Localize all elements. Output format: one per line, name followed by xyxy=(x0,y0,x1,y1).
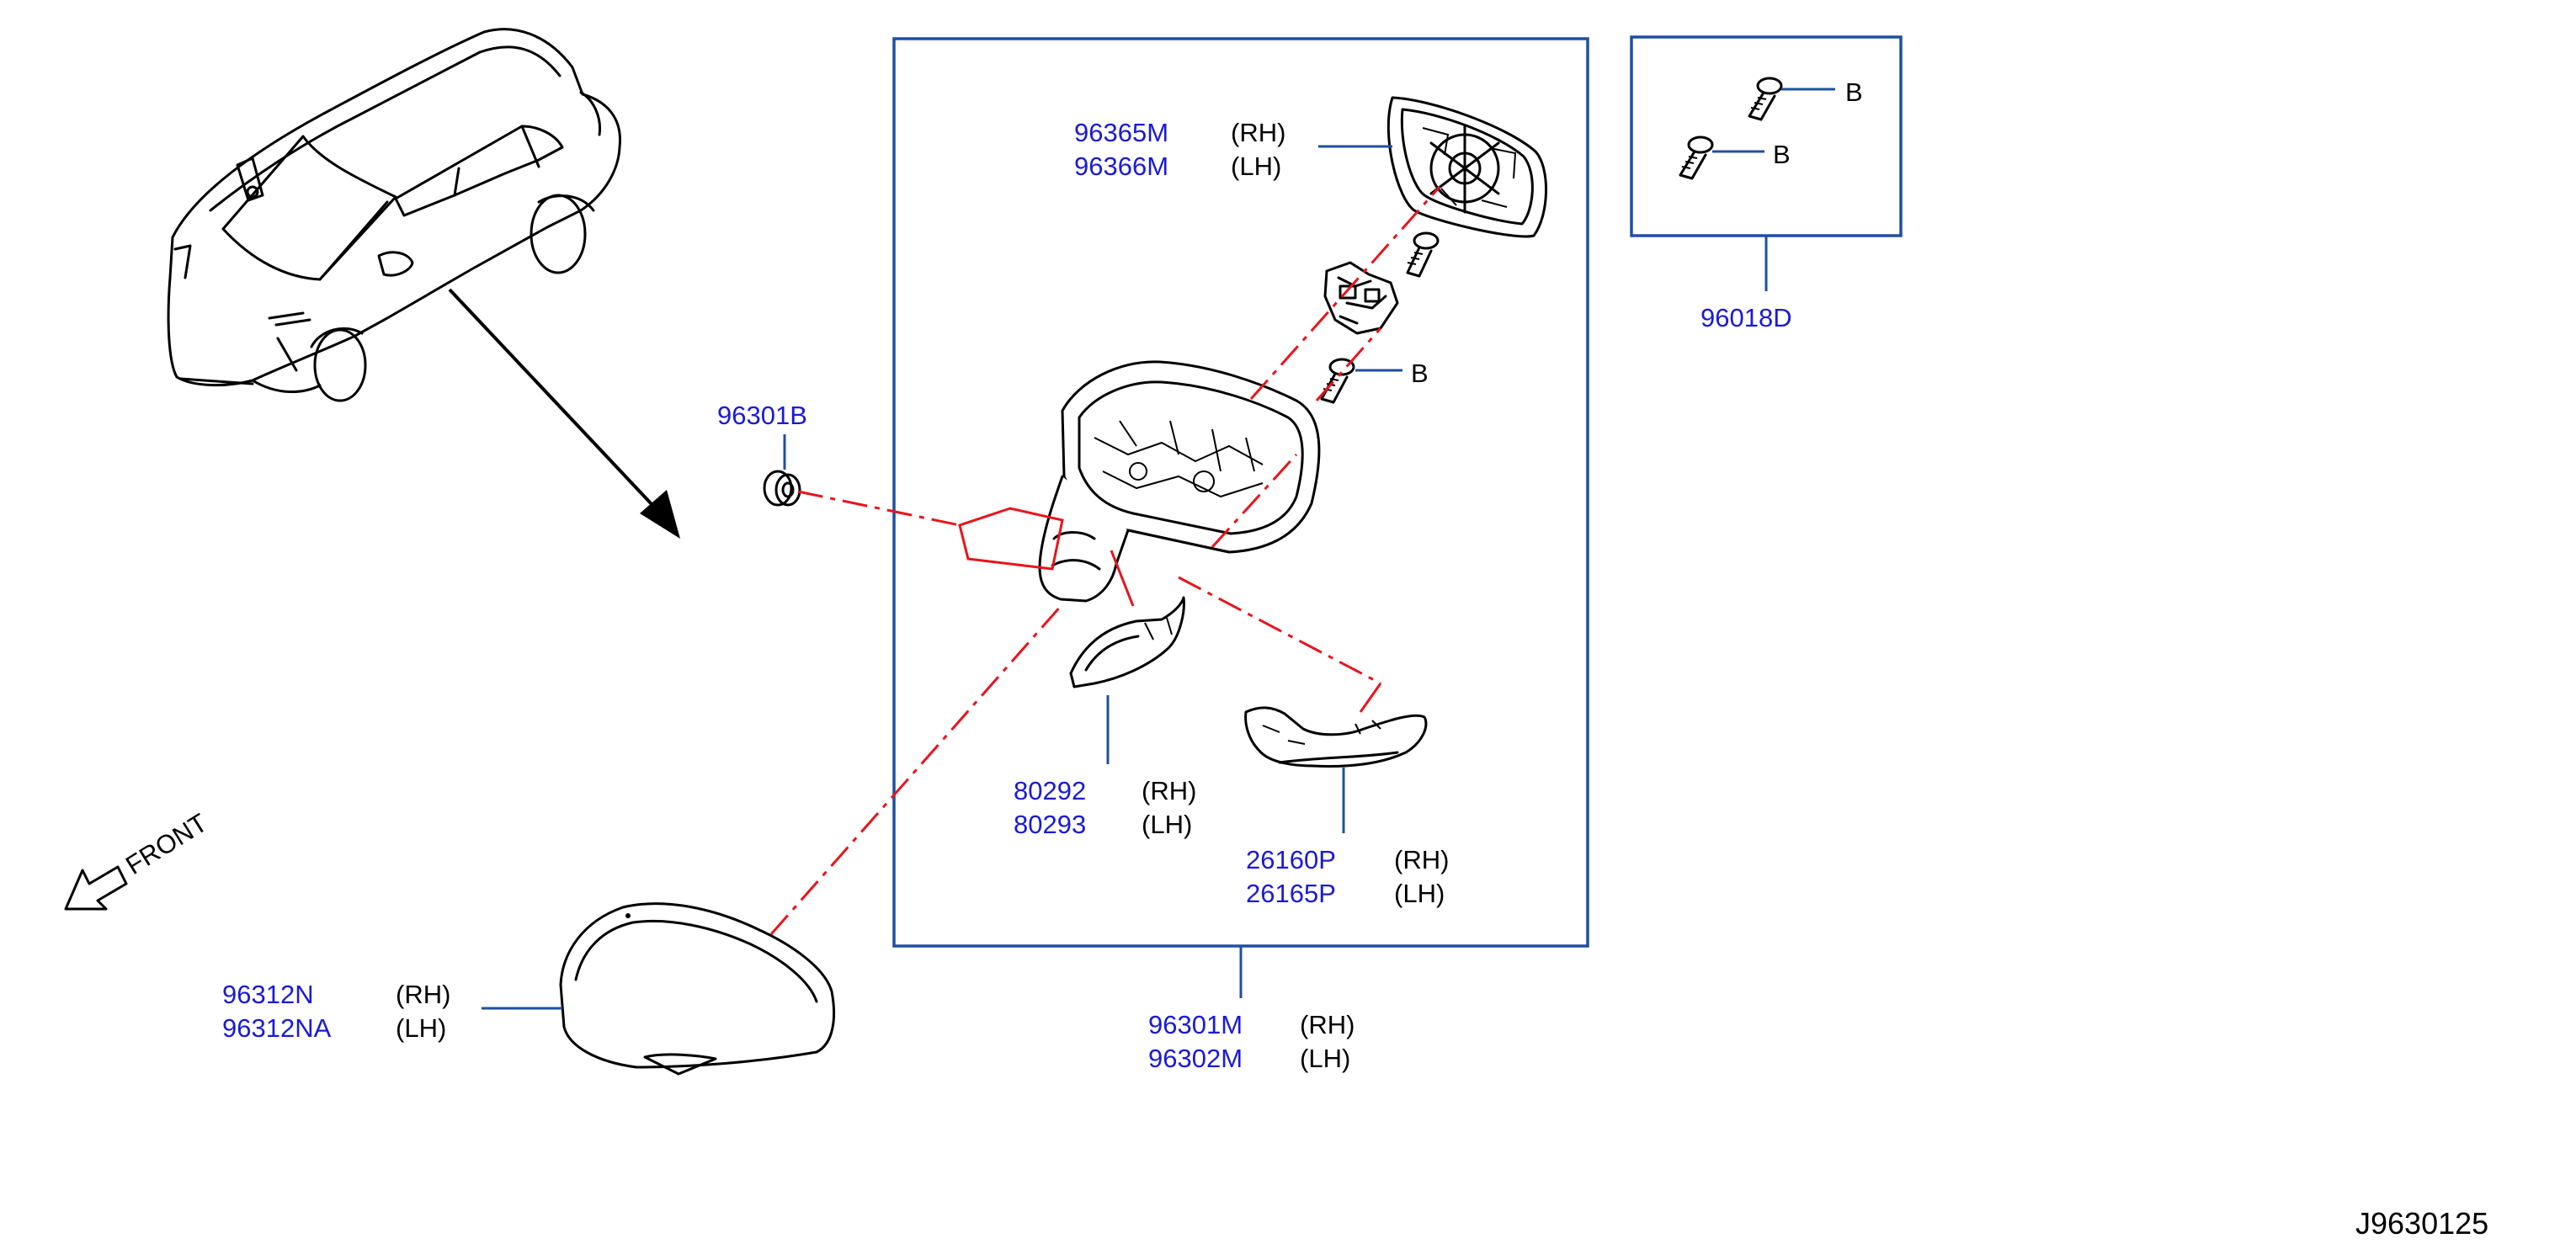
turn-lamp-lh-number: 26165P xyxy=(1246,879,1336,908)
mirror-cap-rh-number: 96312N xyxy=(222,980,314,1009)
grommet-illustration xyxy=(763,470,801,507)
mirror-cap-rh-side: (RH) xyxy=(396,980,450,1009)
screw-icon xyxy=(1748,77,1835,121)
screw-callout-b-3: B xyxy=(1411,359,1429,388)
lower-cover-lh-number: 80293 xyxy=(1014,810,1086,839)
mirror-cap-lh-number: 96312NA xyxy=(222,1013,332,1043)
mirror-assy-rh-number: 96301M xyxy=(1148,1010,1243,1039)
screw-callout-b-2: B xyxy=(1773,140,1791,169)
diagram-reference-number: J9630125 xyxy=(2355,1206,2488,1241)
screw-set-part-number: 96018D xyxy=(1700,303,1792,332)
turn-lamp-rh-number: 26160P xyxy=(1246,845,1336,874)
lower-cover-illustration xyxy=(1069,596,1185,688)
mirror-glass-lh-side: (LH) xyxy=(1231,151,1281,181)
lower-cover-rh-side: (RH) xyxy=(1142,776,1196,805)
turn-lamp-rh-side: (RH) xyxy=(1394,845,1449,874)
vehicle-illustration xyxy=(167,28,621,402)
mirror-glass-illustration xyxy=(1386,96,1548,238)
front-label: FRONT xyxy=(120,808,212,880)
turn-lamp-lh-side: (LH) xyxy=(1394,879,1445,908)
screw-icon xyxy=(1406,231,1440,278)
screw-callout-b-1: B xyxy=(1845,77,1863,107)
mirror-glass-lh-number: 96366M xyxy=(1074,151,1168,181)
screw-icon xyxy=(1679,136,1764,180)
mirror-assy-rh-side: (RH) xyxy=(1300,1010,1355,1039)
mirror-glass-rh-side: (RH) xyxy=(1231,118,1285,147)
actuator-illustration xyxy=(1323,261,1399,335)
lower-cover-lh-side: (LH) xyxy=(1142,810,1192,839)
screw-icon xyxy=(1320,358,1402,404)
lower-cover-rh-number: 80292 xyxy=(1014,776,1086,805)
grommet-part-number: 96301B xyxy=(717,401,807,430)
mirror-cap-illustration xyxy=(559,902,836,1076)
mirror-assy-lh-number: 96302M xyxy=(1148,1044,1243,1073)
front-direction-indicator: FRONT xyxy=(64,808,212,911)
screw-set-box xyxy=(1630,35,1903,237)
pointer-arrow xyxy=(448,288,680,539)
mirror-assy-lh-side: (LH) xyxy=(1300,1044,1350,1073)
turn-lamp-illustration xyxy=(1244,706,1428,768)
mirror-cap-lh-side: (LH) xyxy=(396,1013,446,1043)
mirror-glass-rh-number: 96365M xyxy=(1074,118,1168,147)
mirror-housing-illustration xyxy=(1038,360,1321,603)
installation-guide-lines xyxy=(769,186,1441,935)
